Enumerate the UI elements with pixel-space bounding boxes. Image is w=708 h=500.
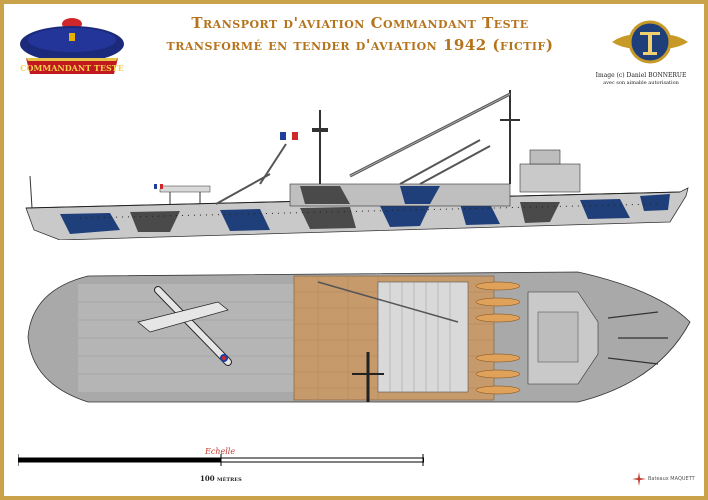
aero-emblem-icon [612, 20, 688, 64]
seaplane-icon [137, 286, 232, 366]
image-credit: Image (c) Daniel BONNERUE [595, 72, 687, 79]
cap-badge-label: COMMANDANT TESTE [20, 63, 124, 73]
footer-mark: Bateaux MAQUETT [648, 476, 695, 482]
image-credit-permission: avec son aimable autorisation [603, 80, 679, 86]
cap-badge-icon: COMMANDANT TESTE [20, 18, 124, 74]
scale-label: 100 mètres [200, 474, 242, 483]
scale-title: Echelle [205, 447, 236, 456]
scale-bar [18, 454, 424, 466]
ship-side-profile [25, 90, 689, 240]
page-subtitle: transformé en tender d'aviation 1942 (fi… [166, 36, 554, 54]
ship-top-plan [27, 271, 691, 403]
compass-star-icon [632, 472, 646, 486]
french-flag-icon [280, 132, 298, 140]
page-title: Transport d'aviation Commandant Teste [191, 14, 529, 32]
